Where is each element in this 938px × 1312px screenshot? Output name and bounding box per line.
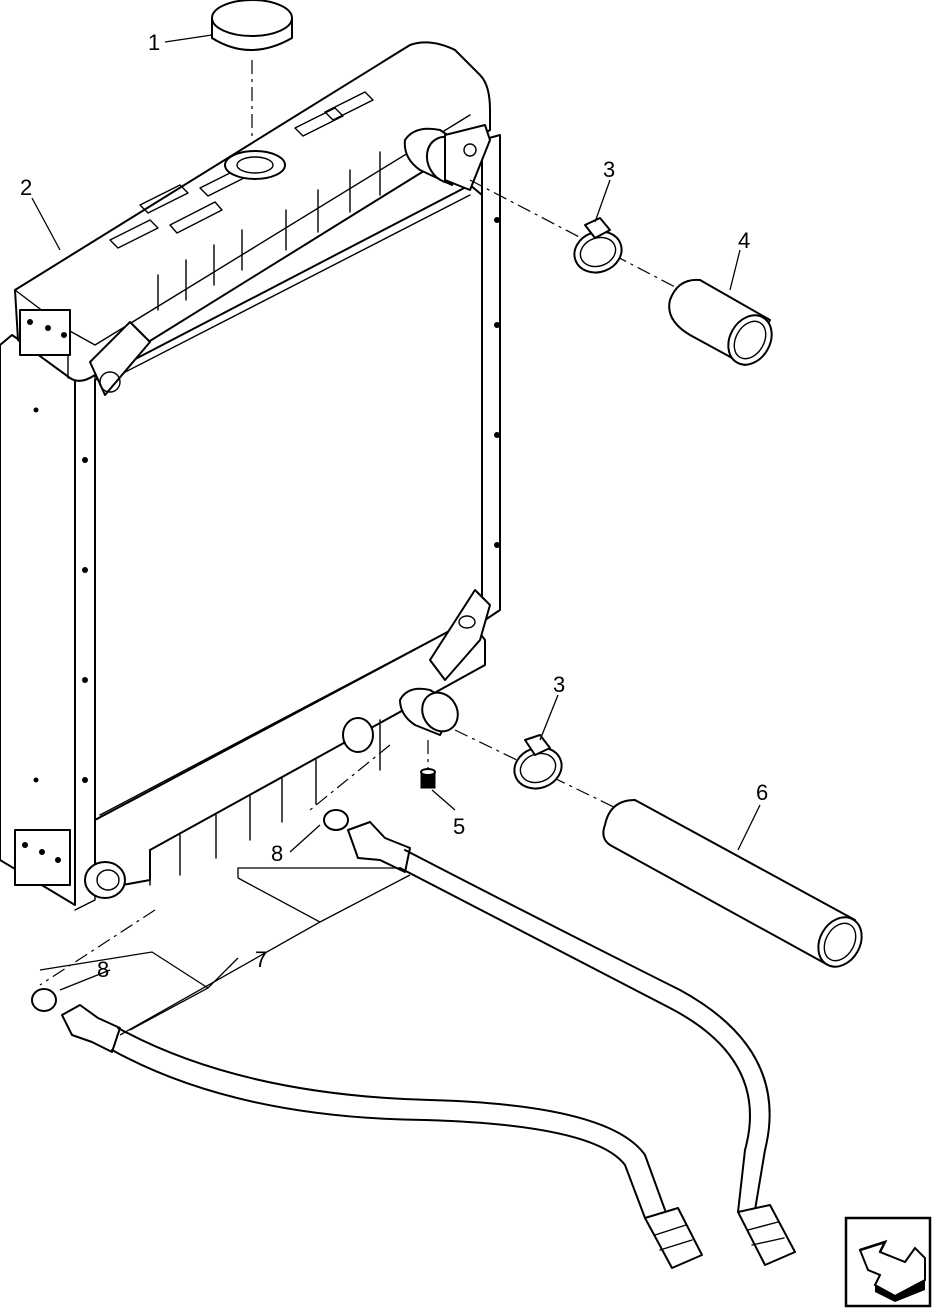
lower-hose	[602, 799, 863, 968]
callout-8b: 8	[97, 957, 109, 982]
oil-line-lower	[61, 1004, 703, 1269]
oil-line-upper	[347, 821, 796, 1266]
callout-6: 6	[756, 780, 768, 805]
callout-1: 1	[148, 30, 160, 55]
hose-clamp-upper	[573, 217, 623, 274]
drain-plug	[420, 740, 436, 789]
radiator-assembly	[0, 41, 501, 911]
frame-holes	[33, 217, 500, 783]
callout-5: 5	[453, 814, 465, 839]
leader-lines	[31, 34, 761, 1036]
hose-clamp-lower	[513, 734, 563, 790]
arrow-return-icon[interactable]	[844, 1216, 932, 1308]
o-ring-upper	[323, 809, 349, 831]
centerline-orings-left	[39, 909, 156, 986]
callout-3a: 3	[603, 157, 615, 182]
centerline-orings	[309, 744, 391, 811]
callout-7: 7	[255, 947, 267, 972]
callouts: 1 2 3 4 3 5 6 7 8 8	[20, 30, 768, 982]
upper-hose	[668, 278, 773, 366]
callout-2: 2	[20, 175, 32, 200]
o-ring-lower	[31, 988, 57, 1012]
callout-3b: 3	[553, 672, 565, 697]
callout-4: 4	[738, 228, 750, 253]
radiator-cap	[211, 0, 293, 140]
callout-8a: 8	[271, 841, 283, 866]
